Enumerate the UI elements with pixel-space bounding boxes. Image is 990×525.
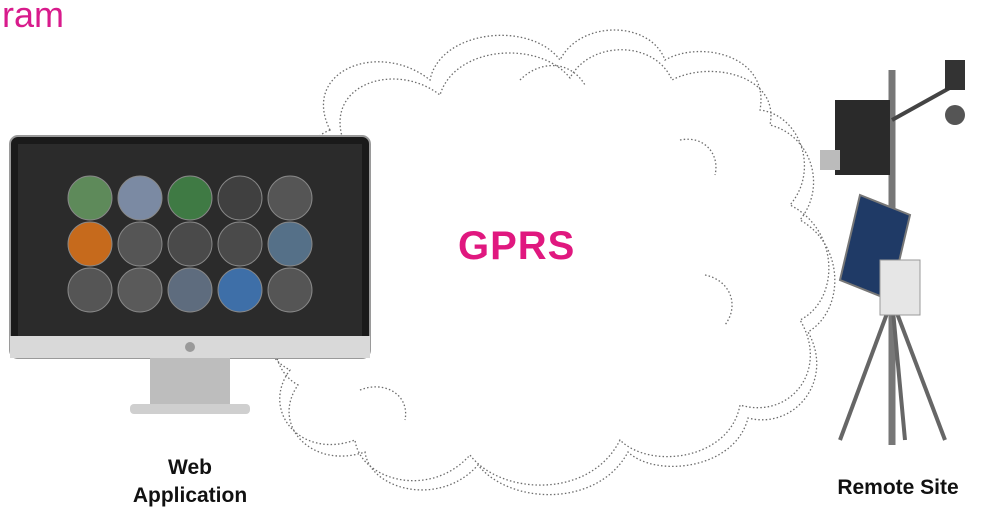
remote-site-label: Remote Site xyxy=(837,476,959,499)
web-application-label-line2: Application xyxy=(132,484,248,507)
cloud-label: GPRS xyxy=(458,224,576,268)
web-application-label-line1: Web xyxy=(168,456,212,479)
diagram-title: ram xyxy=(2,0,64,35)
